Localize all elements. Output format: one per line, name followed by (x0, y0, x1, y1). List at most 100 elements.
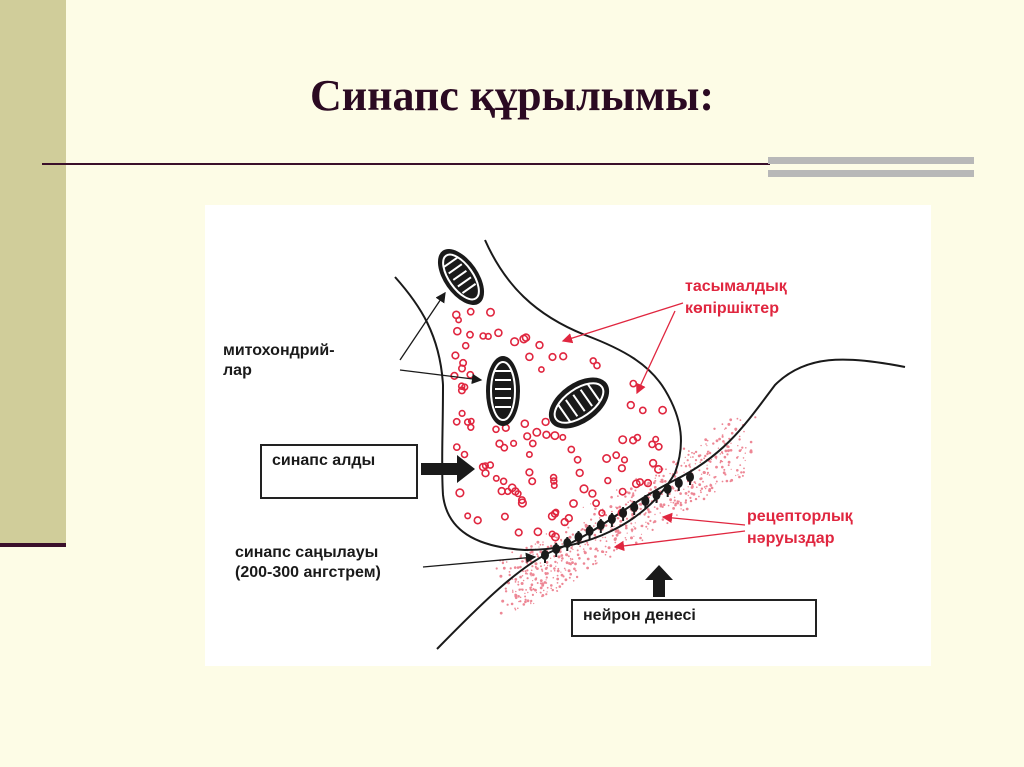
haze-dot (696, 486, 698, 489)
haze-dot (646, 508, 650, 511)
vesicle (604, 476, 612, 485)
haze-dot (654, 513, 656, 516)
haze-dot (706, 473, 709, 475)
haze-dot (556, 582, 559, 584)
haze-dot (556, 574, 559, 577)
haze-dot (570, 559, 572, 561)
haze-dot (571, 545, 573, 548)
haze-dot (680, 464, 683, 467)
haze-dot (564, 578, 568, 582)
haze-dot (708, 474, 711, 476)
haze-dot (633, 535, 635, 537)
haze-dot (578, 557, 581, 560)
haze-dot (516, 566, 520, 569)
haze-dot (700, 477, 703, 480)
haze-dot (515, 590, 517, 593)
haze-dot (557, 555, 561, 559)
haze-dot (594, 507, 597, 511)
haze-dot (594, 562, 597, 565)
haze-dot (550, 545, 553, 548)
haze-dot (744, 459, 746, 462)
haze-dot (639, 507, 642, 511)
haze-dot (517, 581, 520, 583)
haze-dot (700, 458, 703, 462)
haze-dot (610, 526, 612, 529)
vesicle (617, 464, 627, 473)
haze-dot (670, 501, 672, 503)
haze-dot (724, 427, 727, 430)
haze-dot (723, 468, 726, 471)
vesicle (579, 484, 589, 494)
vesicle (473, 516, 482, 525)
haze-dot (687, 453, 690, 456)
haze-dot (541, 583, 545, 586)
haze-dot (714, 455, 718, 459)
haze-dot (590, 518, 593, 521)
vesicle (523, 432, 532, 441)
haze-dot (630, 536, 633, 540)
haze-dot (627, 501, 629, 504)
haze-dot (560, 554, 564, 557)
haze-dot (721, 423, 724, 426)
haze-dot (545, 566, 548, 569)
title-divider (42, 163, 770, 165)
haze-dot (630, 528, 634, 532)
haze-dot (625, 517, 629, 520)
haze-dot (499, 574, 503, 578)
haze-dot (592, 563, 595, 566)
vesicle (532, 427, 542, 437)
haze-dot (699, 489, 702, 492)
vesicle (500, 443, 509, 452)
haze-dot (567, 526, 570, 529)
haze-dot (754, 416, 757, 419)
haze-dot (686, 459, 689, 462)
haze-dot (710, 486, 714, 490)
vesicle (457, 386, 466, 395)
haze-dot (653, 506, 656, 508)
haze-dot (680, 508, 682, 510)
haze-dot (542, 543, 544, 546)
haze-dot (522, 570, 524, 573)
haze-dot (549, 557, 552, 559)
vesicle (654, 442, 663, 451)
haze-dot (721, 480, 724, 483)
vesicles-label-line1: тасымалдық (685, 278, 787, 295)
haze-dot (596, 562, 598, 564)
haze-dot (691, 451, 693, 454)
receptor-proteins (541, 471, 694, 563)
haze-dot (626, 491, 629, 494)
haze-dot (615, 547, 618, 551)
haze-dot (706, 494, 708, 496)
postsynaptic-membrane (436, 358, 906, 650)
haze-dot (594, 522, 597, 525)
haze-dot (724, 449, 728, 453)
haze-dot (693, 452, 696, 455)
haze-dot (739, 419, 742, 421)
haze-dot (560, 539, 563, 542)
vesicle (549, 477, 558, 485)
haze-dot (730, 431, 734, 435)
haze-dot (669, 498, 672, 502)
haze-dot (572, 548, 574, 551)
vesicle (494, 328, 503, 338)
haze-dot (518, 588, 521, 591)
haze-dot (706, 439, 709, 442)
haze-dot (499, 611, 503, 615)
haze-dot (689, 499, 693, 503)
synapse-drawing (394, 239, 906, 650)
haze-dot (571, 558, 574, 561)
haze-dot (527, 591, 529, 594)
haze-dot (629, 487, 633, 491)
haze-dot (569, 557, 572, 560)
haze-dot (519, 596, 522, 599)
haze-dot (508, 573, 511, 577)
haze-dot (672, 460, 675, 464)
vesicle (466, 370, 475, 379)
haze-dot (536, 567, 539, 570)
haze-dot (724, 473, 727, 476)
haze-dot (561, 557, 564, 560)
haze-dot (530, 583, 534, 586)
haze-dot (607, 546, 611, 550)
haze-dot (502, 566, 506, 570)
vesicle (452, 443, 461, 451)
